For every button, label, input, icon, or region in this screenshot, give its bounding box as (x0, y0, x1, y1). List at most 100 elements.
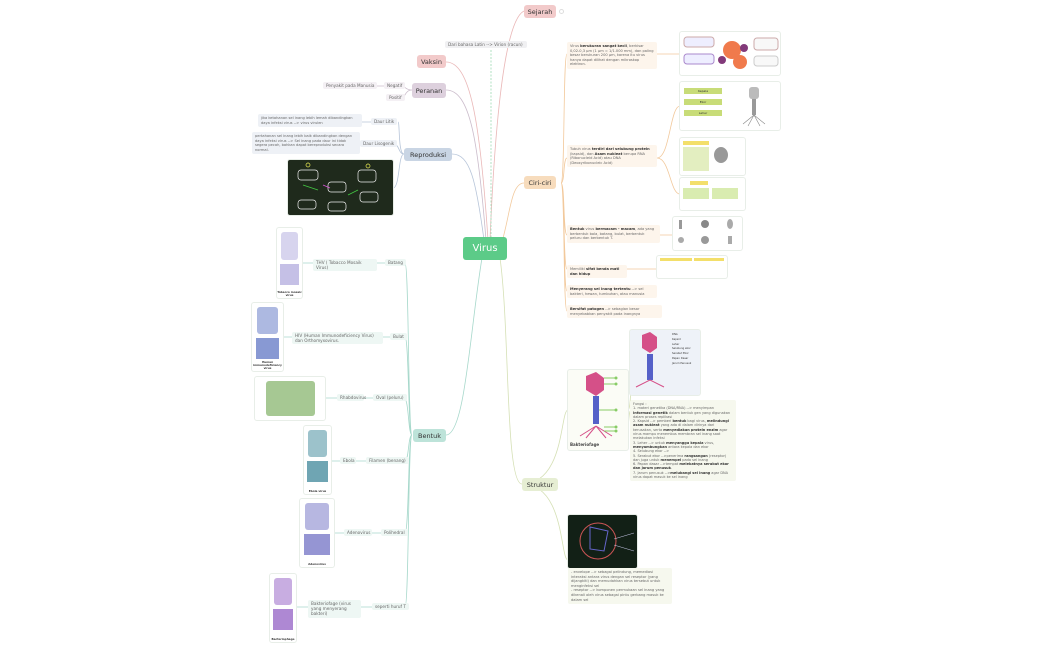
daur-lisogenik-detail[interactable]: pertahanan sel inang lebih baik dibandin… (252, 132, 360, 155)
virus-size-image[interactable] (680, 32, 780, 75)
ciri-item[interactable]: Memiliki sifat benda mati dan hidup (567, 265, 627, 279)
photo (280, 264, 299, 285)
label-leher: Leher (684, 110, 722, 116)
bentuk-example[interactable]: HIV (Human Immunodeficiency Virus) dan O… (292, 332, 383, 345)
photo (304, 534, 330, 555)
daur-litik-detail[interactable]: jika ketahanan sel inang lebih lemah dib… (258, 114, 362, 128)
reproduksi-daur-lisogenik[interactable]: Daur Lisogenik (360, 140, 398, 148)
reproduction-cycle-image[interactable] (288, 160, 393, 215)
bentuk-example[interactable]: Adenovirus (344, 529, 372, 537)
virus-shapes-image[interactable] (673, 217, 742, 250)
bold-text: menyambungkan (633, 444, 667, 449)
bold-text: melekatnya serabut ekor dan jarum penusu… (633, 462, 729, 471)
text-segment: (reseptor) dan juga untuk (633, 453, 727, 462)
bold-text: informasi genetik (633, 410, 668, 415)
peranan-negatif-detail[interactable]: Penyakit pada Manusia (323, 82, 378, 90)
topic-peranan[interactable]: Peranan (412, 83, 446, 98)
topic-bentuk[interactable]: Bentuk (413, 429, 446, 442)
diagram-label: Leher (672, 342, 680, 346)
virus-shape-image[interactable] (255, 377, 325, 420)
bold-text: rangsangan (684, 453, 708, 458)
bacteriophage-caption: Bakteriofage (570, 442, 600, 447)
text-segment: Virus (570, 44, 581, 48)
topic-sejarah[interactable]: Sejarah (524, 5, 556, 18)
ciri-item[interactable]: Tubuh virus terdiri dari selubung protei… (567, 145, 657, 168)
text-segment: yang ada di dalam dirinya dari kerusakan… (633, 423, 715, 432)
image-caption: Ebola virus (308, 489, 327, 493)
ciri-item[interactable]: Bersifat patogen --> sebagian besar meny… (567, 305, 662, 319)
paragraph: 3. Leher --> untuk menyangga kepala viru… (633, 441, 733, 450)
topic-vaksin[interactable]: Vaksin (417, 55, 446, 68)
topic-struktur[interactable]: Struktur (522, 478, 558, 491)
sejarah-detail[interactable]: Dari bahasa Latin --> Virion (racun) (445, 41, 527, 49)
peranan-positif[interactable]: Positif (386, 94, 405, 102)
text-segment: berupa RNA (Ribonucleid Acid) atau DNA (… (570, 151, 645, 165)
text-segment: Tubuh virus (570, 147, 592, 151)
virus-shape-image[interactable]: Human immunodeficiency virus (252, 303, 283, 371)
text-segment: bagi virus, (686, 419, 707, 424)
fungsi-text[interactable]: Fungsi :1. materi genetika (DNA/RNA) -->… (630, 400, 736, 482)
paragraph: Fungsi : (633, 402, 733, 406)
text-segment: 6. Papan dasar -->tempat (633, 462, 680, 467)
envelope-text[interactable]: - envelope --> sebagai pelindung, memedi… (568, 568, 672, 605)
text-segment: - envelope --> sebagai pelindung, memedi… (571, 570, 661, 588)
virus-shape-image[interactable]: Adenovirus (300, 499, 334, 567)
ciri-item[interactable]: Virus berukuran sangat kecil, berkisar 0… (567, 42, 657, 69)
diagram (305, 503, 329, 531)
text-segment: agar virus mampu menembus membran sel in… (633, 427, 728, 441)
bentuk-type[interactable]: Filamen (benang) (366, 457, 409, 465)
bentuk-type[interactable]: seperti huruf T (372, 603, 409, 611)
text-segment: --> sel bakteri, hewan, tumbuhan, atau m… (570, 287, 645, 296)
diagram-label: Kapsid (672, 337, 681, 341)
topic-ciri-ciri[interactable]: Ciri-ciri (524, 176, 556, 189)
virus-parts-image[interactable]: Kepala Ekor Leher (680, 82, 780, 130)
bold-text: berukuran sangat kecil (580, 44, 627, 48)
living-nonliving-table-image[interactable] (657, 256, 727, 278)
text-segment: , berkisar 0,02-0,3 μm (1 μm = 1/1.000 m… (570, 44, 654, 67)
virus-shape-image[interactable]: Bacteriophage (270, 574, 296, 642)
central-topic-virus[interactable]: Virus (463, 237, 507, 260)
bentuk-example[interactable]: THV ( Tobacco Mosaik Virus) (313, 259, 377, 272)
diagram-label: Papan Dasar (672, 356, 689, 360)
paragraph: - envelope --> sebagai pelindung, memedi… (571, 570, 669, 588)
image-caption: Adenovirus (308, 562, 326, 566)
diagram (265, 381, 315, 416)
bentuk-type[interactable]: Batang (385, 259, 406, 267)
virus-shape-image[interactable]: Tobacco mosaic virus (277, 228, 302, 298)
text-segment: 3. Leher --> untuk (633, 440, 667, 445)
bentuk-type[interactable]: Bulat (390, 333, 407, 341)
text-segment: Memiliki (570, 267, 587, 271)
topic-reproduksi[interactable]: Reproduksi (404, 148, 452, 161)
bentuk-type[interactable]: Polihedral (381, 529, 408, 537)
photo (255, 338, 280, 359)
bold-text: menyediakan protein enzim (663, 427, 719, 432)
bold-text: sifat benda mati dan hidup (570, 267, 620, 276)
bentuk-example[interactable]: Bakteriofage (virus yang menyerang bakte… (308, 600, 361, 618)
bentuk-example[interactable]: Ebola (340, 457, 356, 465)
text-segment: agar DNA virus dapat masuk ke sel inang (633, 470, 729, 480)
reproduksi-daur-litik[interactable]: Daur Litik (371, 118, 398, 126)
text-segment: virus, (703, 440, 715, 445)
ciri-item[interactable]: Bentuk virus bermacam - macam, ada yang … (567, 225, 660, 243)
bentuk-example[interactable]: Rhabdovirus (337, 394, 366, 402)
bacteriophage-structure-image[interactable]: Bakteriofage (568, 370, 628, 450)
nucleic-acid-image[interactable] (680, 178, 745, 210)
envelope-receptor-image[interactable] (568, 515, 637, 568)
text-segment: antara kepala dan ekor (666, 444, 709, 449)
peranan-negatif[interactable]: Negatif (384, 82, 406, 90)
text-segment: (kapsid), dan (570, 151, 595, 156)
virus-shape-image[interactable]: Ebola virus (304, 426, 331, 494)
collapse-toggle-icon[interactable] (559, 9, 564, 14)
text-segment: --> sebagian besar menyebabkan penyakit … (570, 307, 641, 316)
label-kepala: Kepala (684, 88, 722, 94)
diagram (256, 307, 279, 335)
diagram (280, 232, 299, 260)
bentuk-type[interactable]: Oval (peluru) (373, 394, 407, 402)
capsid-image[interactable] (680, 138, 745, 175)
text-segment: Fungsi : (633, 402, 647, 406)
ciri-item[interactable]: Menyerang sel inang tertentu --> sel bak… (567, 285, 657, 299)
text-segment: dalam bentuk gen yang digunakan dalam pr… (633, 410, 731, 419)
text-segment: , ada yang berbentuk bola, batang, bulat… (570, 227, 655, 241)
text-segment: - reseptor --> komponen permukaan sel in… (571, 588, 665, 602)
